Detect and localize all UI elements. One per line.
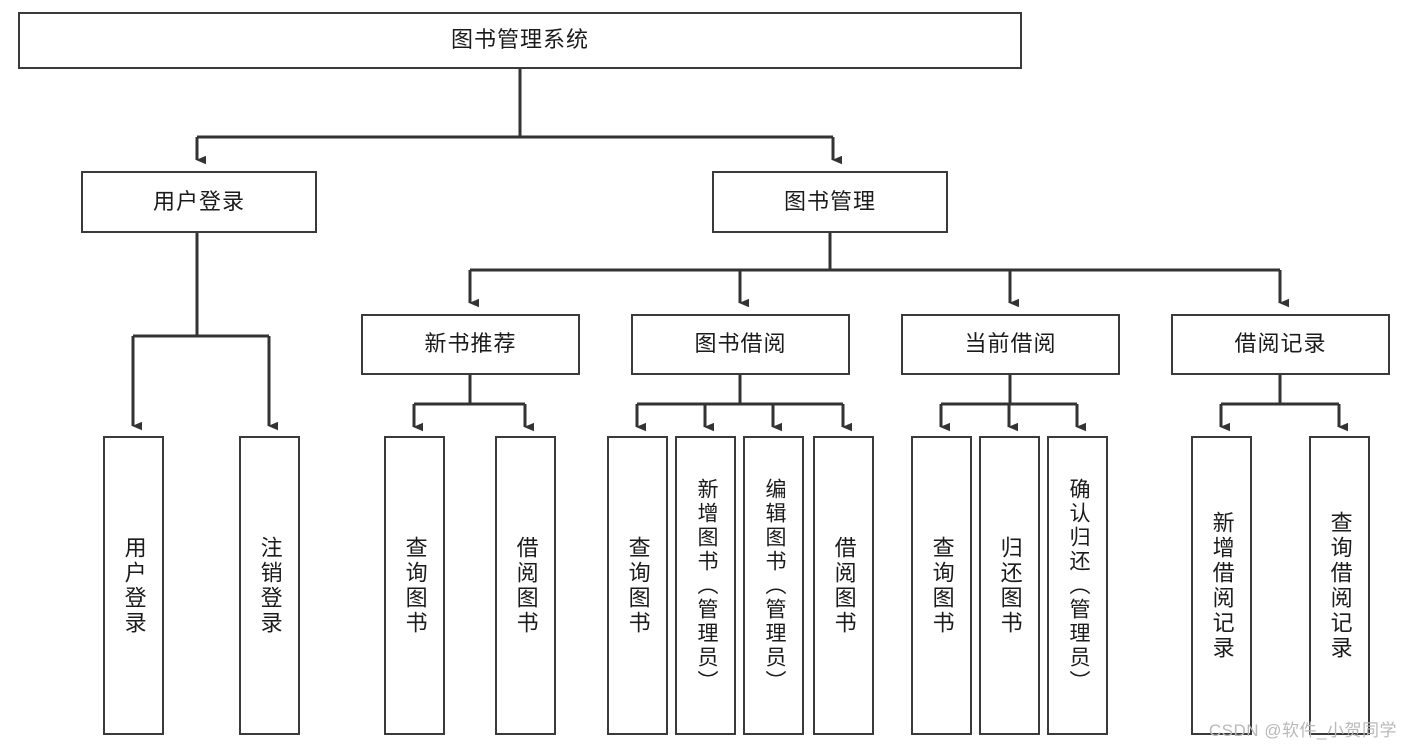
- leaf-borrow-book-recommend-label: 借阅图书: [513, 535, 539, 636]
- node-book-borrow[interactable]: 图书借阅: [631, 314, 850, 375]
- leaf-return-book[interactable]: 归还图书: [979, 436, 1040, 735]
- node-current-borrow[interactable]: 当前借阅: [901, 314, 1120, 375]
- leaf-query-borrow-record[interactable]: 查询借阅记录: [1309, 436, 1370, 735]
- leaf-query-book-borrow-label: 查询图书: [625, 535, 651, 636]
- leaf-add-book-admin-label: 新增图书（管理员）: [694, 477, 718, 694]
- leaf-borrow-book-label: 借阅图书: [831, 535, 857, 636]
- leaf-add-borrow-record-label: 新增借阅记录: [1209, 510, 1235, 661]
- node-book-management[interactable]: 图书管理: [712, 171, 948, 233]
- leaf-add-borrow-record[interactable]: 新增借阅记录: [1191, 436, 1252, 735]
- leaf-logout[interactable]: 注销登录: [239, 436, 300, 735]
- leaf-query-book-current[interactable]: 查询图书: [911, 436, 972, 735]
- leaf-query-book-borrow[interactable]: 查询图书: [607, 436, 668, 735]
- node-current-borrow-label: 当前借阅: [964, 331, 1057, 357]
- leaf-query-book-recommend-label: 查询图书: [402, 535, 428, 636]
- leaf-edit-book-admin[interactable]: 编辑图书（管理员）: [743, 436, 804, 735]
- leaf-query-book-recommend[interactable]: 查询图书: [384, 436, 445, 735]
- node-root[interactable]: 图书管理系统: [18, 12, 1022, 69]
- leaf-add-book-admin[interactable]: 新增图书（管理员）: [675, 436, 736, 735]
- node-new-book-recommendation[interactable]: 新书推荐: [361, 314, 580, 375]
- leaf-user-login-label: 用户登录: [121, 535, 147, 636]
- leaf-user-login[interactable]: 用户登录: [103, 436, 164, 735]
- leaf-borrow-book-recommend[interactable]: 借阅图书: [495, 436, 556, 735]
- leaf-edit-book-admin-label: 编辑图书（管理员）: [762, 477, 786, 694]
- leaf-confirm-return-admin-label: 确认归还（管理员）: [1066, 477, 1090, 694]
- node-book-borrow-label: 图书借阅: [694, 331, 787, 357]
- node-book-management-label: 图书管理: [783, 188, 876, 214]
- node-new-book-recommendation-label: 新书推荐: [424, 331, 517, 357]
- leaf-query-borrow-record-label: 查询借阅记录: [1327, 510, 1353, 661]
- node-user-login-label: 用户登录: [152, 188, 245, 214]
- leaf-return-book-label: 归还图书: [997, 535, 1023, 636]
- leaf-query-book-current-label: 查询图书: [929, 535, 955, 636]
- node-user-login[interactable]: 用户登录: [81, 171, 317, 233]
- csdn-watermark: CSDN @软件_小贺同学: [1208, 721, 1397, 740]
- node-root-label: 图书管理系统: [450, 27, 589, 53]
- leaf-logout-label: 注销登录: [257, 535, 283, 636]
- node-borrow-record[interactable]: 借阅记录: [1171, 314, 1390, 375]
- leaf-borrow-book[interactable]: 借阅图书: [813, 436, 874, 735]
- node-borrow-record-label: 借阅记录: [1234, 331, 1327, 357]
- leaf-confirm-return-admin[interactable]: 确认归还（管理员）: [1047, 436, 1108, 735]
